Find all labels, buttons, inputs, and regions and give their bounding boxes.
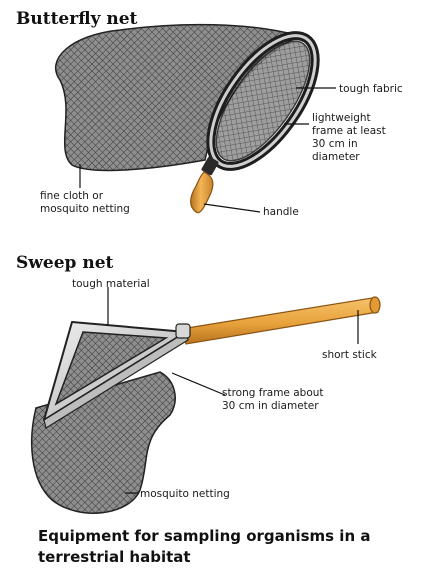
label-short-stick: short stick	[322, 349, 378, 361]
butterfly-net-handle	[190, 156, 219, 214]
leader-handle	[203, 203, 261, 213]
label-strong-frame-line2: 30 cm in diameter	[222, 400, 319, 412]
leader-strong-frame	[171, 372, 226, 396]
label-tough-material: tough material	[72, 278, 150, 290]
caption-line2: terrestrial habitat	[38, 548, 191, 566]
label-fine-cloth-line2: mosquito netting	[40, 203, 130, 215]
label-frame-line3: 30 cm in	[312, 138, 358, 150]
label-frame-line4: diameter	[312, 151, 360, 163]
butterfly-net-frame	[206, 31, 320, 171]
sweep-net-frame	[43, 321, 191, 429]
label-fine-cloth-line1: fine cloth or	[40, 190, 104, 202]
butterfly-net-title: Butterfly net	[16, 9, 138, 29]
label-strong-frame-line1: strong frame about	[222, 387, 324, 399]
sweep-net-stick	[180, 296, 381, 345]
label-handle: handle	[263, 206, 299, 218]
label-frame-line2: frame at least	[312, 125, 386, 137]
label-tough-fabric: tough fabric	[339, 83, 403, 95]
caption-line1: Equipment for sampling organisms in a	[38, 527, 370, 545]
sweep-net-title: Sweep net	[16, 253, 114, 273]
label-mosquito-netting: mosquito netting	[140, 488, 230, 500]
label-frame-line1: lightweight	[312, 112, 371, 124]
